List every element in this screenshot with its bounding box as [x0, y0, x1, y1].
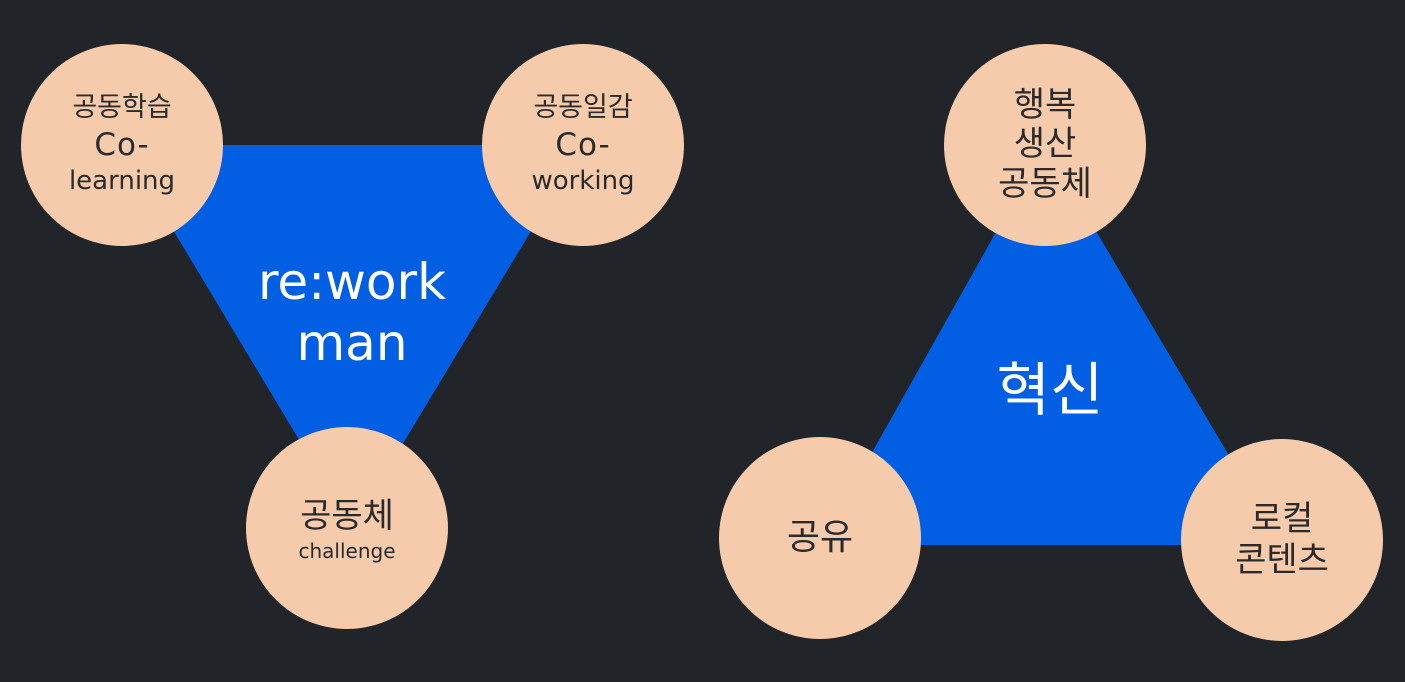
right-center-label: 혁신 [960, 350, 1140, 430]
right-triangle [820, 145, 1282, 545]
node-local-content: 로컬 콘텐츠 [1192, 450, 1372, 630]
node-community-challenge: 공동체 challenge [257, 440, 437, 620]
node-local-line1: 로컬 [1250, 499, 1314, 540]
right-circle-bottom-left [719, 437, 921, 639]
left-circle-bottom [246, 427, 448, 629]
right-center-line1: 혁신 [996, 355, 1104, 424]
node-happy-production: 행복 생산 공동체 [955, 55, 1135, 235]
node-happy-line1: 행복 [1013, 85, 1077, 126]
left-center-line2: man [296, 313, 408, 372]
node-co-working-prefix: Co- [555, 126, 611, 163]
node-community-en: challenge [298, 538, 396, 563]
left-circle-top-left [21, 44, 223, 246]
node-co-learning-en: learning [68, 166, 176, 197]
node-co-learning-ko: 공동학습 [72, 92, 172, 124]
left-center-label: re:work man [242, 250, 462, 375]
node-co-learning-prefix: Co- [94, 126, 150, 163]
node-community-ko: 공동체 [300, 496, 394, 537]
node-happy-line3: 공동체 [998, 163, 1092, 204]
right-circle-top [944, 44, 1146, 246]
node-happy-line2: 생산 [1013, 124, 1077, 165]
left-center-line1: re:work [257, 252, 447, 311]
right-circle-bottom-right [1181, 439, 1383, 641]
left-circle-top-right [482, 44, 684, 246]
node-co-working-ko: 공동일감 [533, 92, 633, 124]
node-co-working: 공동일감 Co- working [493, 55, 673, 235]
node-sharing: 공유 [730, 448, 910, 628]
node-co-learning: 공동학습 Co- learning [32, 55, 212, 235]
node-sharing-line1: 공유 [786, 516, 854, 558]
node-local-line2: 콘텐츠 [1235, 540, 1329, 580]
node-co-working-en: working [531, 166, 635, 197]
left-triangle [122, 145, 583, 528]
